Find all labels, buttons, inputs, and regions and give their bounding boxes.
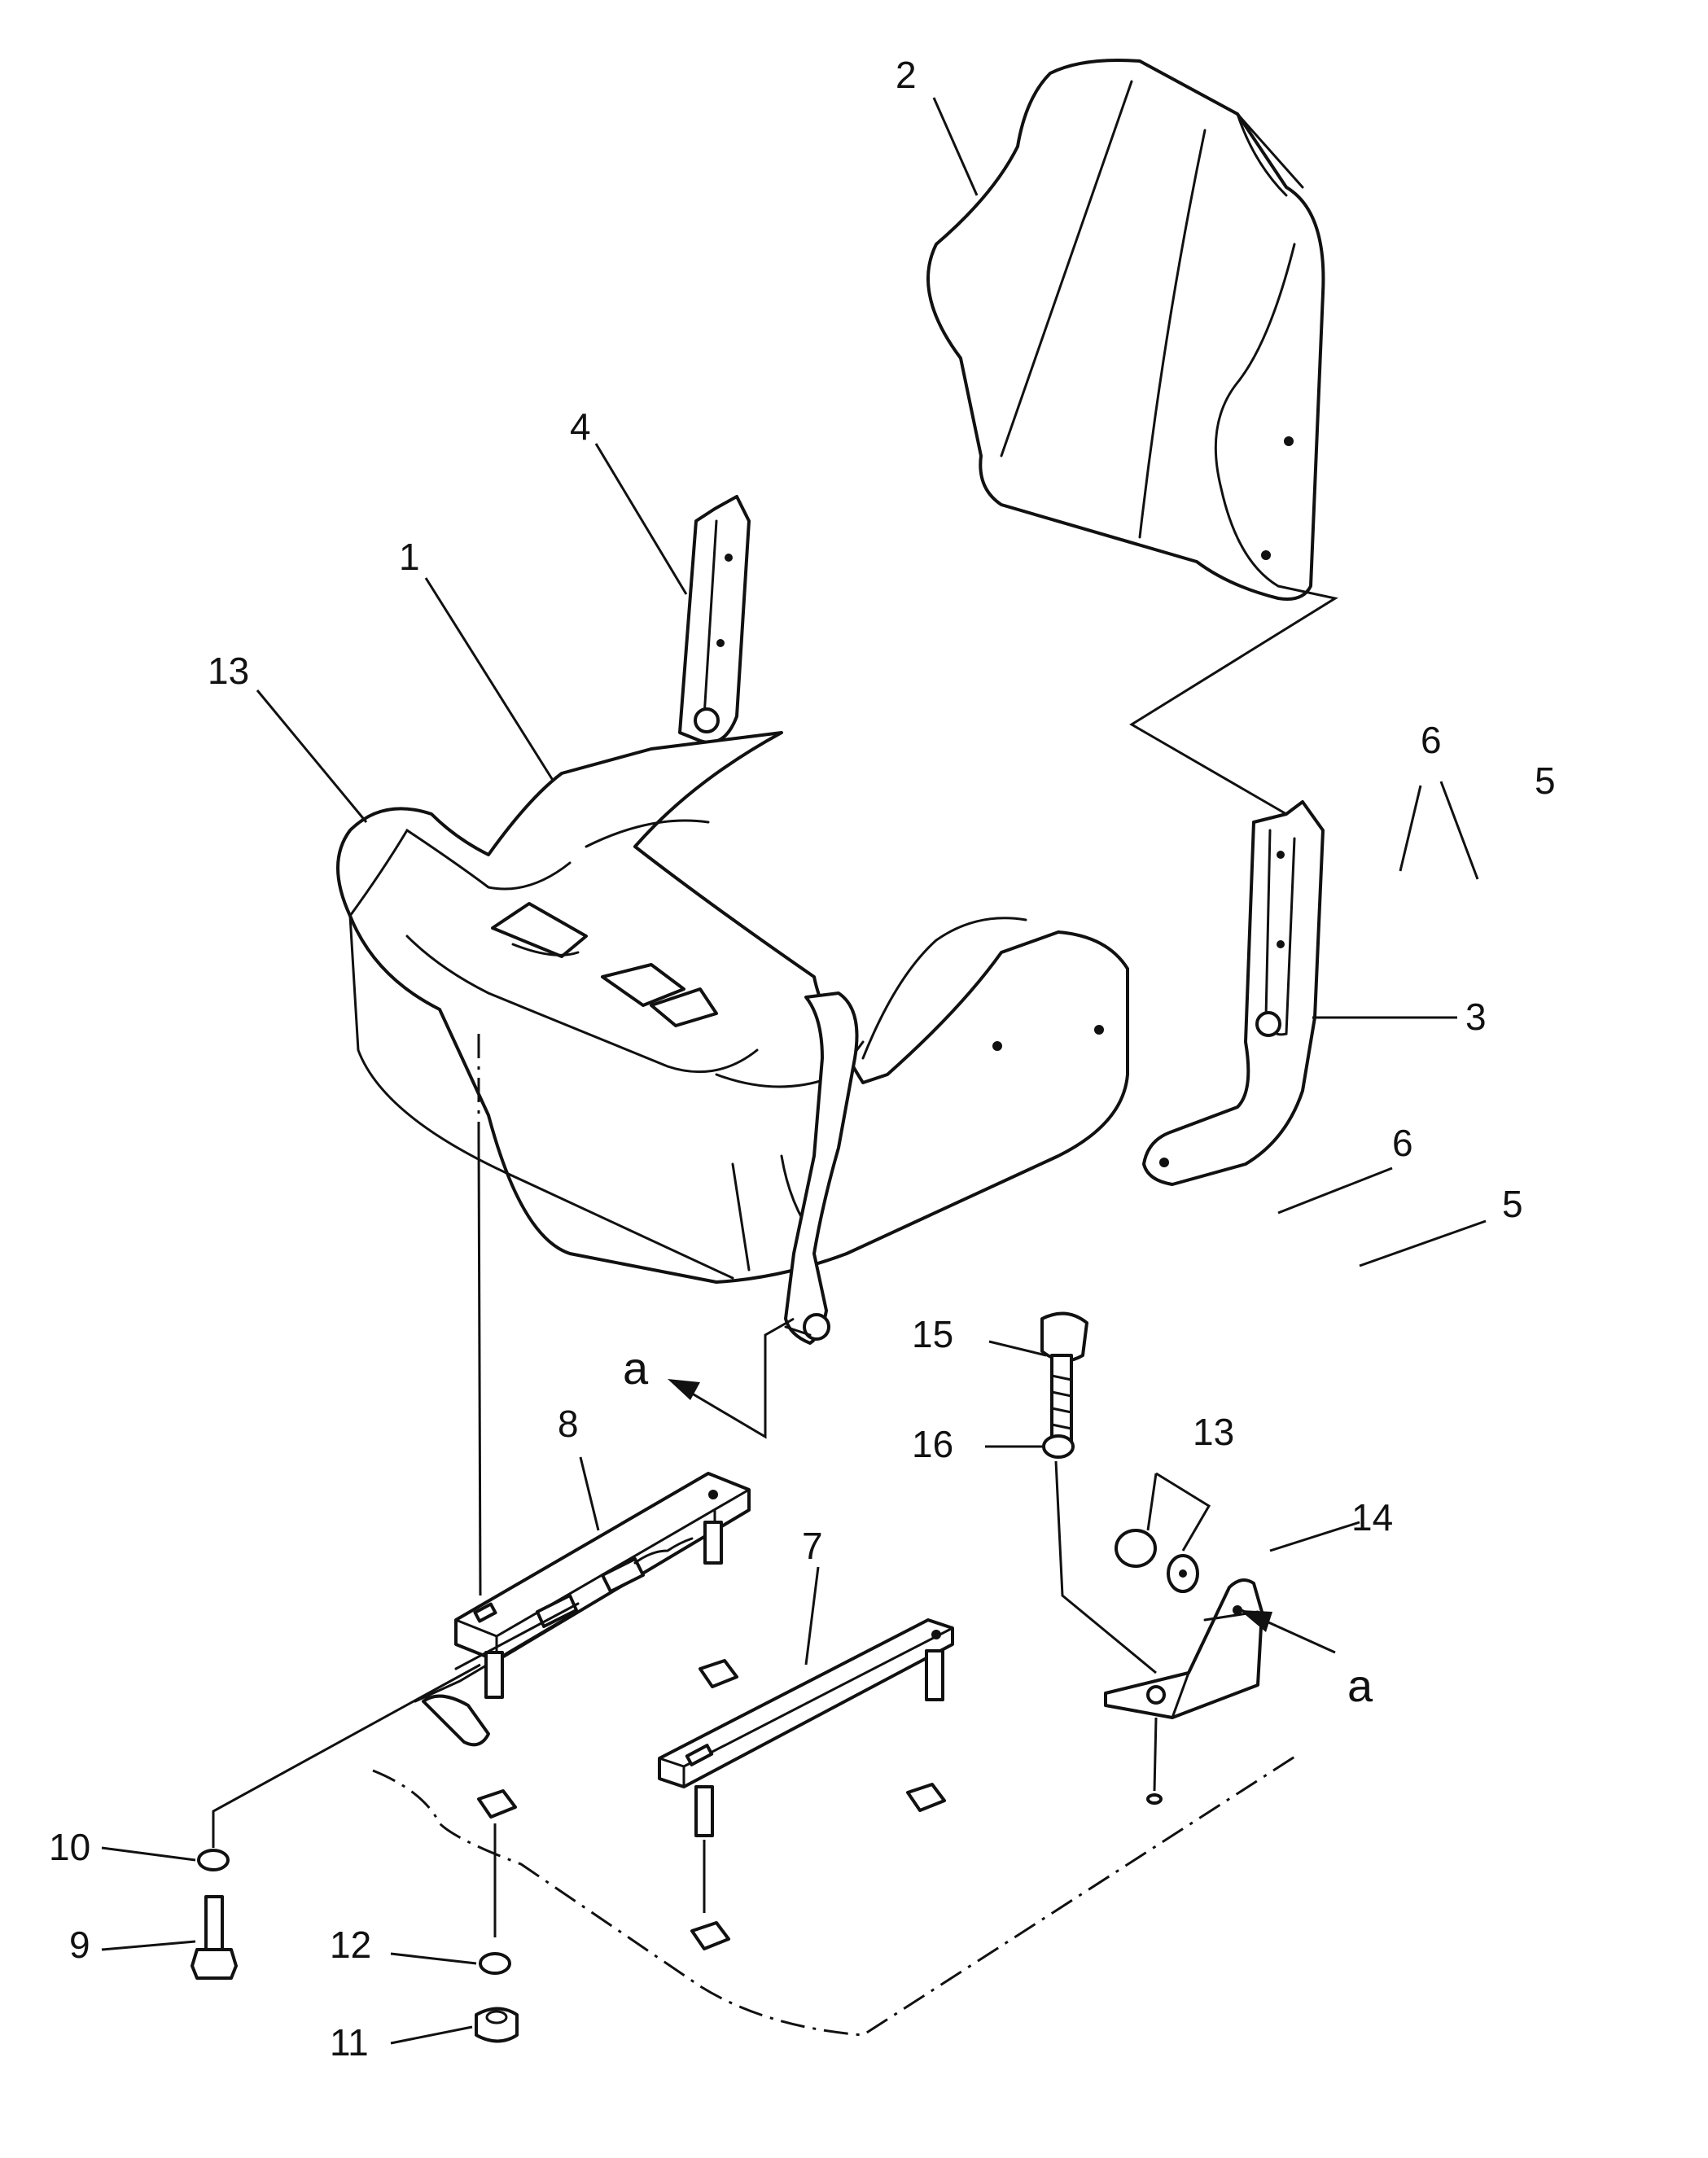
callout-3: 3 [1465, 996, 1487, 1038]
belt-anchor-bracket[interactable] [1104, 1578, 1263, 1719]
callout-4: 4 [570, 405, 591, 448]
seat-cushion[interactable] [336, 731, 1129, 1284]
square-nut [690, 1921, 730, 1950]
seat-slide-rail-with-lever[interactable] [414, 1472, 751, 1747]
square-nut [699, 1659, 738, 1688]
callout-11: 11 [330, 2021, 369, 2064]
square-nut [906, 1783, 946, 1812]
bolt-9[interactable] [191, 1895, 238, 1980]
lock-washer[interactable] [1042, 1434, 1075, 1459]
rail-lever-washer-line [212, 1663, 481, 1848]
anchor-floor-hole [1146, 1793, 1163, 1805]
ref-a-belt-arrowhead [668, 1379, 700, 1400]
seat-belt[interactable] [348, 828, 859, 1345]
callout-5-bottom: 5 [1502, 1183, 1523, 1225]
mounting-bolt[interactable] [1040, 1311, 1088, 1442]
callout-8: 8 [558, 1403, 579, 1445]
washer-bracket-line [1054, 1460, 1157, 1674]
right-seat-bracket[interactable] [1142, 800, 1325, 1186]
leader-lines [101, 97, 1487, 2045]
callout-10: 10 [49, 1826, 90, 1868]
floor-outline [372, 1753, 1299, 2037]
ref-a-bracket-arrowhead [1240, 1610, 1272, 1632]
left-seat-bracket[interactable] [678, 495, 751, 744]
washer-12[interactable] [479, 1952, 511, 1975]
seat-slide-rail[interactable] [658, 1618, 954, 1837]
nut-and-washer[interactable] [1115, 1529, 1199, 1593]
callout-9: 9 [69, 1924, 90, 1966]
callout-13-belt: 13 [208, 650, 249, 692]
callout-15: 15 [912, 1313, 953, 1355]
callout-6-top: 6 [1421, 719, 1442, 761]
backrest-alignment-line [1129, 584, 1338, 816]
nut-11[interactable] [475, 2007, 519, 2043]
reference-a-bracket: a [1347, 1660, 1373, 1711]
callout-6-bottom: 6 [1392, 1122, 1413, 1164]
seat-backrest[interactable] [926, 59, 1325, 601]
anchor-floor-line [1153, 1717, 1158, 1792]
washer-10[interactable] [197, 1849, 230, 1871]
callout-1: 1 [399, 536, 420, 578]
reference-a-belt: a [623, 1342, 649, 1394]
callout-12: 12 [330, 1924, 371, 1966]
callout-16: 16 [912, 1423, 953, 1465]
callout-5-top: 5 [1535, 759, 1556, 802]
callout-14: 14 [1351, 1496, 1393, 1539]
callout-7: 7 [802, 1525, 823, 1567]
cushion-rail-line [477, 1139, 482, 1596]
ref-a-belt-line [675, 1317, 795, 1439]
callout-13-nut: 13 [1193, 1411, 1234, 1453]
callout-2: 2 [896, 54, 917, 96]
square-nut [477, 1789, 517, 1819]
